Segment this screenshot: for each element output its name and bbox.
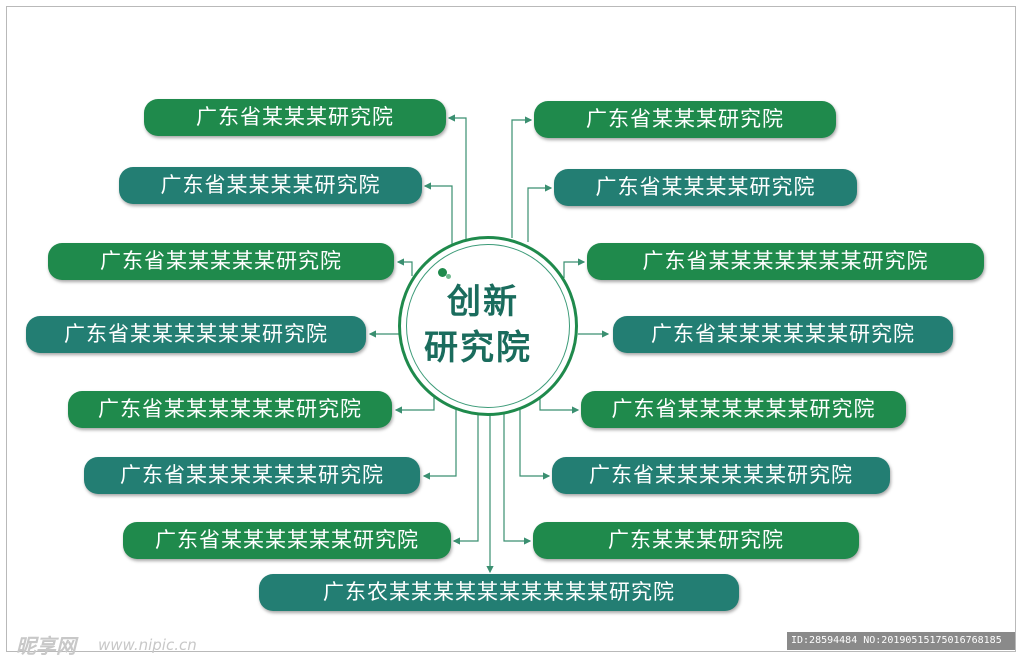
link-right-5 bbox=[539, 398, 580, 414]
node-left-7: 广东省某某某某某某研究院 bbox=[123, 522, 451, 559]
watermark-site: www.nipic.cn bbox=[98, 636, 197, 654]
center-hub-inner-ring bbox=[406, 244, 570, 408]
watermark-id-bar: ID:28594484 NO:20190515175016768185 bbox=[787, 632, 1015, 650]
link-right-3 bbox=[563, 258, 586, 278]
link-left-5 bbox=[394, 392, 435, 414]
watermark-logo-text: 昵享网 bbox=[16, 634, 76, 658]
link-right-7 bbox=[503, 414, 532, 545]
center-title-line1: 创新 bbox=[447, 282, 519, 322]
link-left-2 bbox=[423, 182, 453, 244]
link-left-7 bbox=[452, 412, 479, 545]
link-left-3 bbox=[396, 258, 413, 276]
link-right-6 bbox=[519, 410, 551, 480]
node-right-2: 广东省某某某某研究院 bbox=[554, 169, 857, 206]
node-right-3: 广东省某某某某某某某研究院 bbox=[587, 243, 984, 280]
node-left-5: 广东省某某某某某某研究院 bbox=[68, 391, 392, 428]
link-left-6 bbox=[422, 406, 457, 480]
decor-dot-large bbox=[438, 268, 447, 277]
node-right-7: 广东某某某研究院 bbox=[533, 522, 859, 559]
canvas-frame bbox=[6, 6, 1016, 652]
link-right-1 bbox=[511, 116, 533, 238]
node-right-1: 广东省某某某研究院 bbox=[534, 101, 836, 138]
center-title-line2: 研究院 bbox=[424, 328, 532, 368]
node-left-4: 广东省某某某某某某研究院 bbox=[26, 316, 366, 353]
link-left-1 bbox=[447, 114, 467, 240]
link-right-2 bbox=[527, 184, 553, 242]
node-left-1: 广东省某某某研究院 bbox=[144, 99, 446, 136]
node-left-2: 广东省某某某某研究院 bbox=[119, 167, 422, 204]
node-left-6: 广东省某某某某某某研究院 bbox=[84, 457, 420, 494]
node-right-4: 广东省某某某某某某研究院 bbox=[613, 316, 953, 353]
node-left-3: 广东省某某某某某研究院 bbox=[48, 243, 394, 280]
node-right-6: 广东省某某某某某某研究院 bbox=[552, 457, 890, 494]
node-bottom: 广东农某某某某某某某某某某研究院 bbox=[259, 574, 739, 611]
decor-dot-small bbox=[446, 274, 451, 279]
node-right-5: 广东省某某某某某某研究院 bbox=[581, 391, 906, 428]
